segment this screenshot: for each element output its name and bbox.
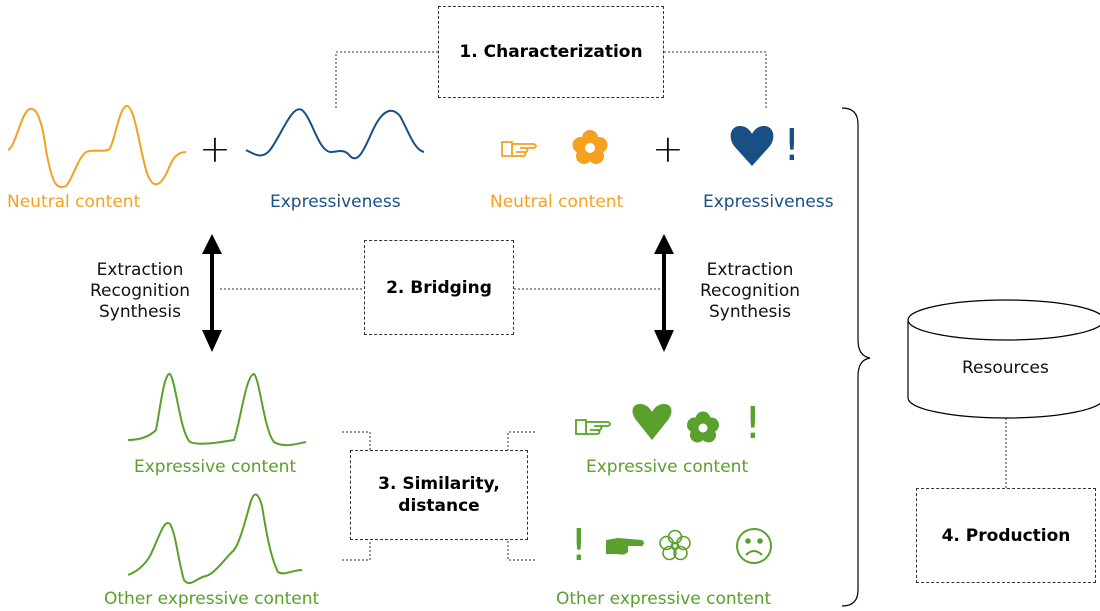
expressive-content-wave: [127, 372, 307, 447]
right-double-arrow: [654, 234, 674, 352]
similarity-label-line2: distance: [398, 496, 480, 516]
right-process-extraction: Extraction: [706, 260, 794, 280]
heart-icon: [730, 126, 774, 166]
pointing-hand-icon: [501, 141, 537, 157]
bridging-label: 2. Bridging: [386, 277, 492, 298]
expressiveness-wave: [245, 108, 425, 160]
similarity-box: 3. Similarity, distance: [350, 450, 528, 540]
left-expressiveness-label: Expressiveness: [270, 192, 401, 212]
characterization-label: 1. Characterization: [459, 42, 643, 62]
exclamation-icon: !: [744, 398, 762, 449]
similarity-brackets: [342, 431, 535, 561]
pointing-hand-icon: [575, 419, 611, 435]
characterization-box: 1. Characterization: [438, 6, 664, 98]
left-double-arrow: [202, 234, 222, 352]
right-process-recognition: Recognition: [699, 281, 801, 301]
right-expressiveness-label: Expressiveness: [703, 192, 834, 212]
left-process-labels: Extraction Recognition Synthesis: [82, 260, 198, 323]
flower-icon: [659, 529, 691, 561]
left-other-expressive-content-label: Other expressive content: [104, 589, 320, 609]
right-process-synthesis: Synthesis: [709, 302, 791, 322]
right-plus-sign: +: [652, 127, 684, 171]
exclamation-icon: !: [783, 120, 801, 171]
production-label: 4. Production: [941, 525, 1071, 546]
left-expressive-content-label: Expressive content: [134, 457, 297, 477]
production-box: 4. Production: [916, 488, 1096, 583]
other-expressive-content-wave: [127, 493, 303, 585]
left-neutral-content-label: Neutral content: [7, 192, 141, 212]
resources-brace: [841, 107, 871, 607]
pointing-hand-icon: [606, 538, 644, 555]
flower-icon: [572, 130, 608, 164]
bridging-box: 2. Bridging: [364, 240, 514, 335]
heart-icon: [632, 404, 672, 440]
left-plus-sign: +: [199, 127, 231, 171]
exclamation-icon: !: [570, 520, 588, 571]
characterization-connector: [335, 51, 767, 108]
resources-label: Resources: [962, 358, 1049, 378]
resources-cylinder: [907, 299, 1100, 419]
right-process-labels: Extraction Recognition Synthesis: [692, 260, 808, 323]
similarity-label-line1: 3. Similarity,: [378, 474, 500, 494]
neutral-content-wave: [7, 105, 187, 188]
right-expressive-content-label: Expressive content: [586, 457, 749, 477]
frown-face-icon: [736, 528, 772, 564]
right-other-expressive-content-label: Other expressive content: [556, 589, 772, 609]
flower-icon: [687, 411, 719, 443]
left-process-recognition: Recognition: [89, 281, 191, 301]
left-process-synthesis: Synthesis: [99, 302, 181, 322]
left-process-extraction: Extraction: [96, 260, 184, 280]
right-neutral-content-label: Neutral content: [490, 192, 624, 212]
